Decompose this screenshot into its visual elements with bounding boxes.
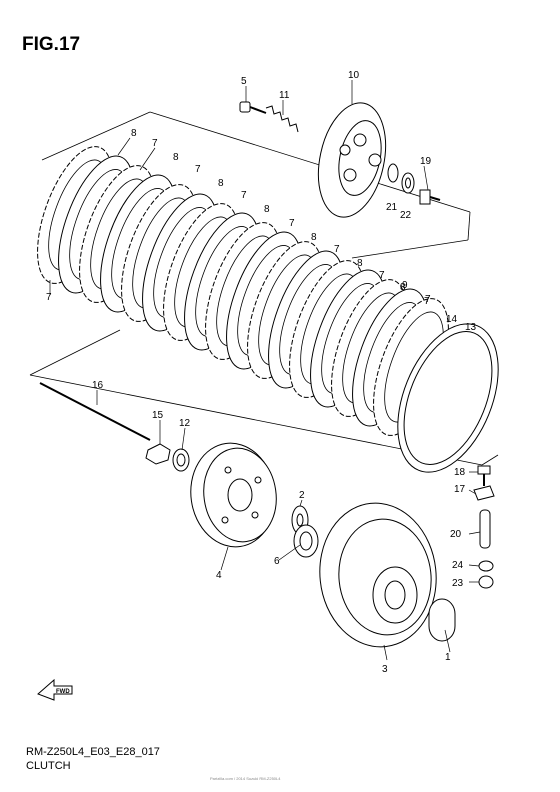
callout-number: 21 bbox=[386, 202, 398, 213]
clutch-sleeve-hub bbox=[190, 442, 277, 548]
callout-number: 13 bbox=[465, 322, 477, 333]
release-arm-assembly bbox=[473, 465, 495, 589]
callout-number: 8 bbox=[264, 204, 270, 215]
callout-number: 7 bbox=[425, 294, 431, 305]
callout-number: 7 bbox=[334, 244, 340, 255]
callout-labels: 5101187878787878787971413192122716151226… bbox=[46, 70, 477, 675]
callout-number: 8 bbox=[311, 232, 317, 243]
callout-number: 9 bbox=[402, 280, 408, 291]
callout-number: 5 bbox=[241, 76, 247, 87]
callout-number: 8 bbox=[400, 282, 406, 293]
callout-number: 6 bbox=[274, 556, 280, 567]
spring-bolt-head bbox=[239, 101, 251, 113]
spacer bbox=[428, 598, 456, 642]
callout-number: 14 bbox=[446, 314, 458, 325]
callout-number: 18 bbox=[454, 467, 466, 478]
callout-number: 7 bbox=[241, 190, 247, 201]
spring-bolt-shank bbox=[249, 106, 267, 114]
camshaft-bearing bbox=[478, 575, 494, 589]
callout-number: 7 bbox=[289, 218, 295, 229]
release-bearing-parts bbox=[387, 163, 441, 205]
clutch-spring-bolt bbox=[239, 101, 299, 133]
callout-number: 10 bbox=[348, 70, 360, 81]
leader-lines bbox=[49, 80, 481, 661]
camshaft-seal bbox=[478, 560, 494, 572]
callout-number: 17 bbox=[454, 484, 466, 495]
callout-number: 12 bbox=[179, 418, 191, 429]
clutch-plate-stack bbox=[37, 146, 449, 436]
primary-driven-gear bbox=[319, 502, 437, 648]
release-camshaft bbox=[479, 509, 491, 549]
release-arm-plate bbox=[473, 485, 495, 501]
callout-number: 1 bbox=[445, 652, 451, 663]
callout-number: 4 bbox=[216, 570, 222, 581]
push-rod bbox=[39, 382, 151, 441]
callout-number: 19 bbox=[420, 156, 432, 167]
thrust-washer-bearing bbox=[291, 505, 319, 558]
callout-number: 7 bbox=[152, 138, 158, 149]
release-bolt bbox=[477, 465, 491, 475]
forward-arrow-label: FWD bbox=[56, 689, 70, 695]
callout-number: 8 bbox=[357, 258, 363, 269]
callout-number: 7 bbox=[46, 292, 52, 303]
callout-number: 7 bbox=[195, 164, 201, 175]
push-piece bbox=[419, 189, 431, 205]
forward-arrow-icon bbox=[37, 678, 73, 701]
callout-number: 22 bbox=[400, 210, 412, 221]
callout-number: 8 bbox=[218, 178, 224, 189]
callout-number: 7 bbox=[379, 270, 385, 281]
figure-title: FIG.17 bbox=[22, 34, 81, 55]
callout-number: 3 bbox=[382, 664, 388, 675]
section-name: CLUTCH bbox=[26, 760, 71, 772]
callout-number: 8 bbox=[173, 152, 179, 163]
callout-number: 7 bbox=[424, 296, 430, 307]
callout-number: 11 bbox=[279, 90, 290, 101]
callout-number: 8 bbox=[131, 128, 137, 139]
clutch-spring bbox=[265, 105, 299, 133]
hub-nut bbox=[145, 443, 171, 465]
clutch-housing-ring bbox=[397, 323, 499, 473]
callout-number: 16 bbox=[92, 380, 104, 391]
upper-group-frame bbox=[149, 111, 471, 259]
pressure-plate bbox=[317, 102, 387, 218]
callout-number: 15 bbox=[152, 410, 164, 421]
washer bbox=[387, 163, 399, 183]
callout-number: 20 bbox=[450, 529, 462, 540]
model-code: RM-Z250L4_E03_E28_017 bbox=[26, 746, 160, 758]
callout-number: 23 bbox=[452, 578, 464, 589]
callout-number: 24 bbox=[452, 560, 464, 571]
footer-note: Partzilla.com / 2014 Suzuki RM-Z250L4 bbox=[210, 776, 281, 781]
callout-number: 2 bbox=[299, 490, 305, 501]
